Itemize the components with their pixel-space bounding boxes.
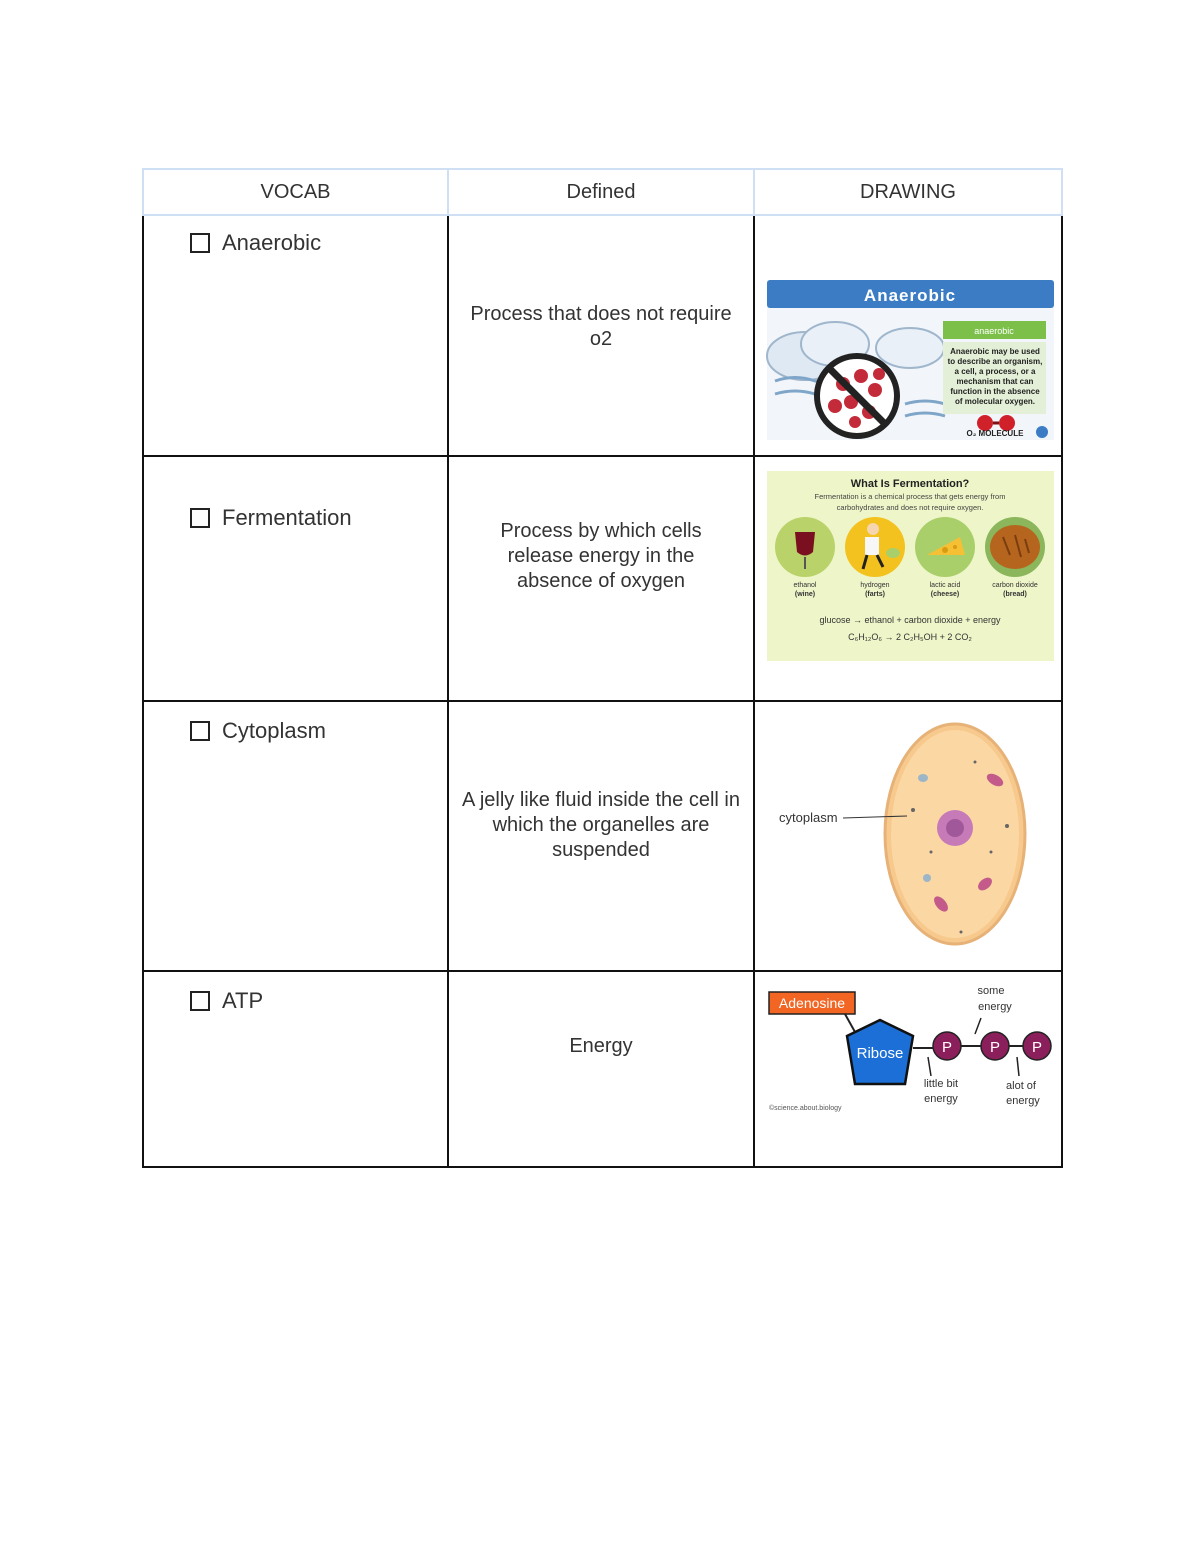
- term-label: Anaerobic: [222, 230, 322, 256]
- definition-text: Process by which cells release energy in…: [500, 519, 702, 592]
- svg-text:Adenosine: Adenosine: [779, 995, 845, 1011]
- atp-image: Adenosine Ribose P P P some energy: [768, 985, 1052, 1112]
- ribose-pentagon: [845, 1018, 915, 1085]
- svg-text:a cell, a process, or a: a cell, a process, or a: [955, 367, 1036, 376]
- svg-text:little bit: little bit: [924, 1078, 958, 1090]
- definition-cell: Process by which cells release energy in…: [447, 454, 755, 703]
- svg-text:lactic acid: lactic acid: [930, 582, 961, 589]
- vocab-item[interactable]: ATP: [190, 988, 263, 1014]
- svg-text:energy: energy: [978, 1001, 1012, 1013]
- definition-cell: Process that does not require o2: [447, 214, 755, 457]
- svg-text:Fermentation is a chemical pro: Fermentation is a chemical process that …: [815, 492, 1006, 501]
- svg-text:Ribose: Ribose: [857, 1045, 904, 1062]
- oxygen-atom: [999, 415, 1015, 432]
- anaerobic-title-bar: [767, 280, 1054, 309]
- vocab-item[interactable]: Cytoplasm: [190, 718, 326, 744]
- svg-text:(farts): (farts): [865, 591, 885, 598]
- svg-text:alot of: alot of: [1006, 1080, 1037, 1092]
- term-label: Fermentation: [222, 504, 352, 530]
- svg-text:glucose → ethanol + carbon dio: glucose → ethanol + carbon dioxide + ene…: [819, 615, 1001, 625]
- svg-text:carbohydrates and does not req: carbohydrates and does not require oxyge…: [837, 503, 984, 512]
- cytoplasm-image: cytoplasm: [779, 722, 1027, 946]
- drawing-cell: cytoplasm: [753, 700, 1063, 972]
- svg-text:(cheese): (cheese): [931, 591, 959, 598]
- svg-text:Anaerobic may be used: Anaerobic may be used: [950, 347, 1040, 356]
- definition-text: Energy: [569, 1034, 633, 1057]
- vocab-cell: Anaerobic: [142, 214, 449, 457]
- checkbox[interactable]: [190, 990, 210, 1011]
- svg-text:P: P: [1032, 1039, 1042, 1056]
- oxygen-atom: [977, 415, 993, 432]
- table-row: ATP Energy Adenosine Ribose P: [142, 969, 1063, 1169]
- svg-text:P: P: [942, 1039, 952, 1056]
- checkbox[interactable]: [190, 507, 210, 528]
- svg-text:to describe an organism,: to describe an organism,: [948, 357, 1043, 366]
- adenosine-box: [768, 990, 856, 1015]
- fermentation-image: What Is Fermentation? Fermentation is a …: [767, 470, 1054, 661]
- phosphate-3: [1022, 1030, 1052, 1061]
- term-label: Cytoplasm: [222, 718, 326, 744]
- vocab-cell: ATP: [142, 969, 449, 1169]
- svg-text:O₂ MOLECULE: O₂ MOLECULE: [967, 429, 1025, 438]
- definition-text: Process that does not require o2: [470, 303, 732, 351]
- svg-text:(wine): (wine): [795, 591, 815, 598]
- svg-text:ethanol: ethanol: [794, 582, 817, 589]
- svg-text:function in the absence: function in the absence: [950, 387, 1040, 396]
- cytoplasm-label: cytoplasm: [779, 810, 838, 825]
- definition-cell: A jelly like fluid inside the cell in wh…: [447, 700, 755, 972]
- vocab-cell: Fermentation: [142, 454, 449, 703]
- header-defined: Defined: [447, 167, 755, 217]
- svg-text:energy: energy: [1006, 1095, 1040, 1107]
- table-row: Fermentation Process by which cells rele…: [142, 454, 1063, 703]
- fermentation-title: What Is Fermentation?: [851, 478, 970, 490]
- table-row: Anaerobic Process that does not require …: [142, 214, 1063, 457]
- definition-cell: Energy: [447, 969, 755, 1169]
- header-vocab: VOCAB: [142, 167, 449, 217]
- header-drawing: DRAWING: [753, 167, 1063, 217]
- svg-text:of molecular oxygen.: of molecular oxygen.: [955, 397, 1035, 406]
- svg-text:some: some: [978, 985, 1005, 997]
- anaerobic-tag: anaerobic: [974, 326, 1014, 336]
- svg-text:C₆H₁₂O₆ → 2 C₂H₅OH + 2 CO₂: C₆H₁₂O₆ → 2 C₂H₅OH + 2 CO₂: [848, 632, 972, 642]
- drawing-cell: Adenosine Ribose P P P some energy: [753, 969, 1063, 1169]
- vocab-table: VOCAB Defined DRAWING Anaerobic Process …: [142, 167, 1063, 1169]
- svg-text:carbon dioxide: carbon dioxide: [992, 582, 1038, 589]
- checkbox[interactable]: [190, 721, 210, 742]
- definition-text: A jelly like fluid inside the cell in wh…: [462, 789, 740, 862]
- anaerobic-image: Anaerobic anaerobic: [766, 280, 1054, 441]
- svg-text:(bread): (bread): [1003, 591, 1027, 598]
- drawing-cell: What Is Fermentation? Fermentation is a …: [753, 454, 1063, 703]
- term-label: ATP: [222, 987, 264, 1013]
- svg-text:hydrogen: hydrogen: [860, 582, 889, 589]
- drawing-cell: Anaerobic anaerobic: [753, 214, 1063, 457]
- svg-text:©science.about.biology: ©science.about.biology: [769, 1104, 842, 1112]
- vocab-item[interactable]: Anaerobic: [190, 230, 321, 256]
- checkbox[interactable]: [190, 233, 210, 254]
- svg-text:mechanism that can: mechanism that can: [957, 377, 1034, 386]
- vocab-item[interactable]: Fermentation: [190, 505, 352, 531]
- svg-text:energy: energy: [924, 1093, 958, 1105]
- vocab-cell: Cytoplasm: [142, 700, 449, 972]
- anaerobic-title: Anaerobic: [864, 286, 956, 305]
- table-row: Cytoplasm A jelly like fluid inside the …: [142, 700, 1063, 972]
- svg-text:P: P: [990, 1039, 1000, 1056]
